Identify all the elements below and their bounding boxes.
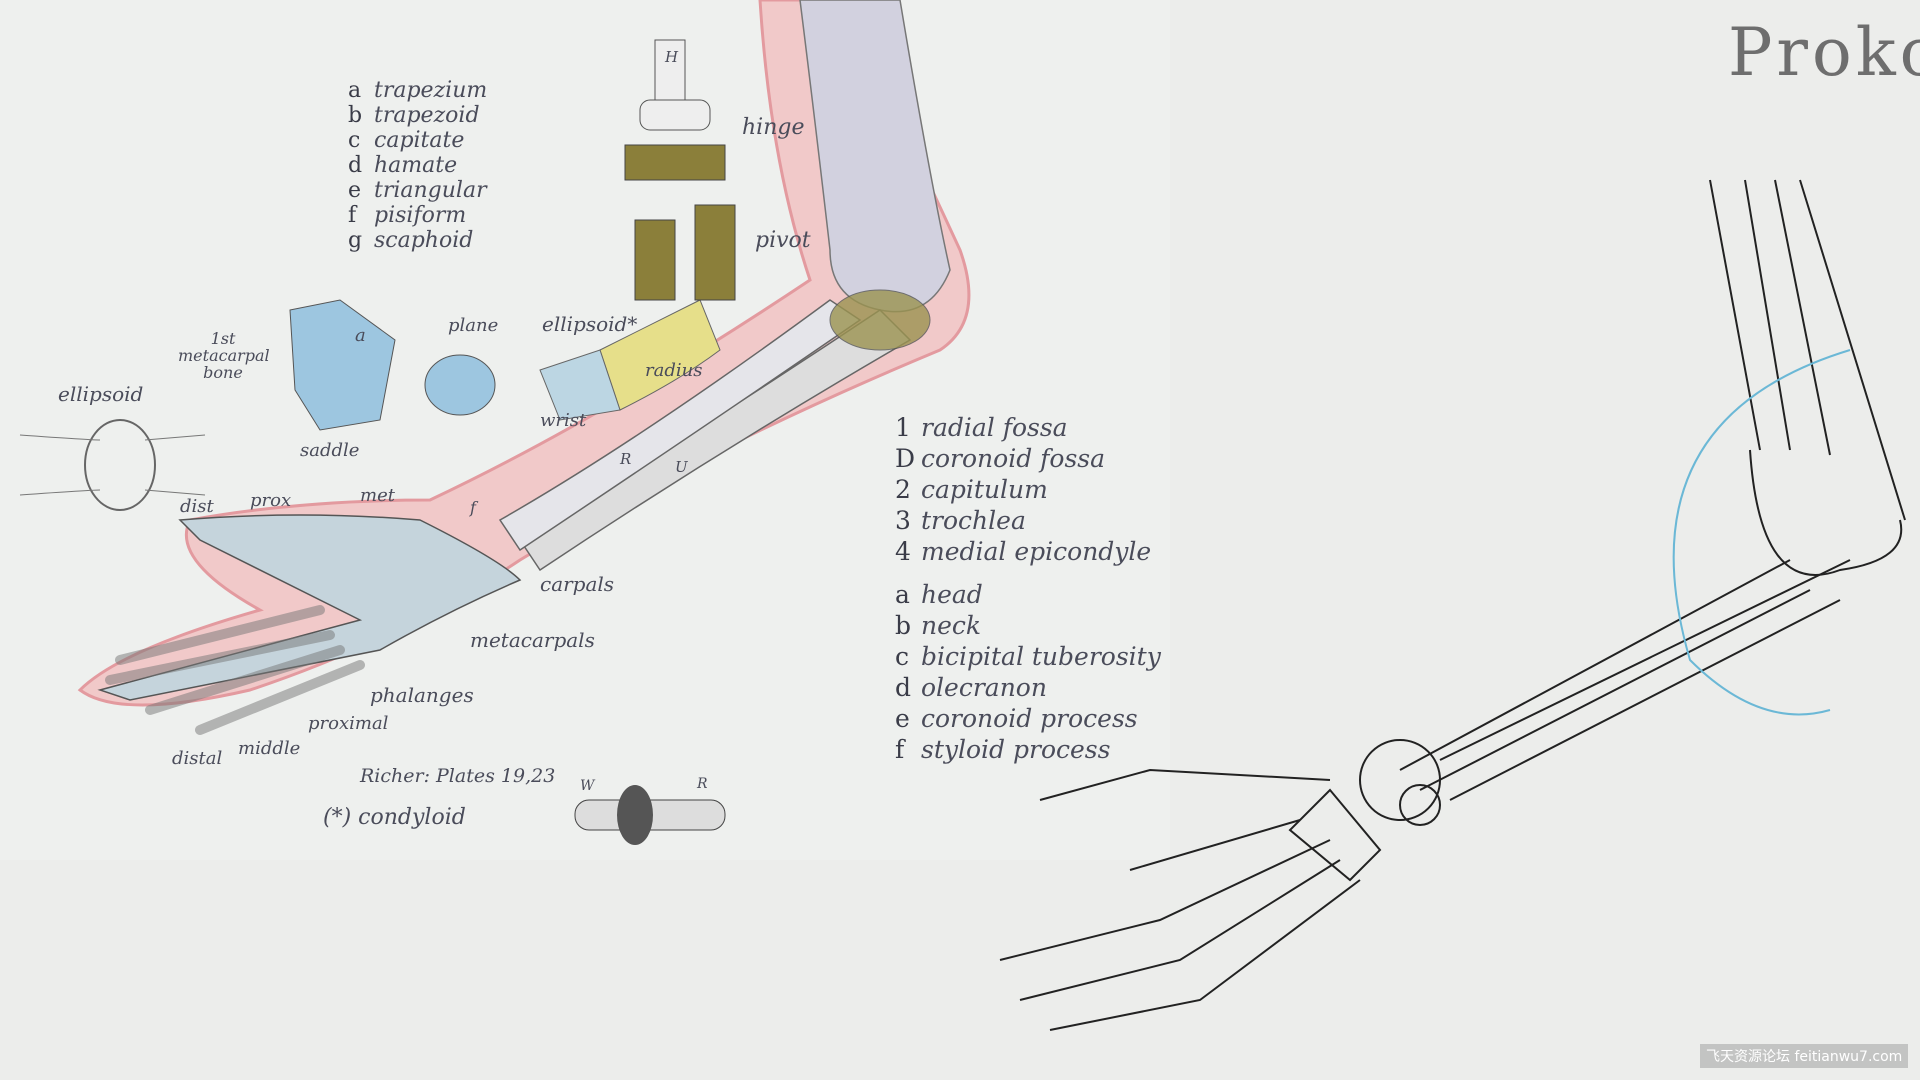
line-drawing-arm	[999, 179, 1906, 1031]
label-plane: plane	[448, 315, 499, 336]
label-metacarpals: metacarpals	[470, 628, 595, 652]
elbow-joint	[829, 289, 931, 351]
condyloid-note: (*) condyloid	[323, 805, 466, 830]
condyloid-ring	[617, 785, 653, 845]
saddle-model	[289, 299, 396, 431]
label-radius: radius	[645, 360, 703, 381]
label-pivot: pivot	[755, 228, 811, 253]
phalanges-sketch	[105, 605, 365, 735]
ellipsoid-lines	[19, 434, 206, 496]
label-dist: dist	[180, 496, 214, 517]
hinge-model-cyl	[639, 99, 711, 131]
label-R2: R	[697, 776, 708, 792]
proko-logo: Proko	[1728, 14, 1920, 91]
label-H: H	[665, 48, 679, 66]
hand-bones-sketch	[97, 514, 522, 701]
wrist-sketch	[539, 349, 621, 421]
label-f: f	[470, 498, 476, 517]
label-ellipsoid-star: ellipsoid*	[542, 312, 638, 336]
radius-head-sketch	[599, 299, 721, 411]
hinge-model-U	[624, 144, 726, 181]
label-W: W	[580, 778, 595, 794]
pivot-model-R	[634, 219, 676, 301]
pivot-model-U	[694, 204, 736, 301]
label-saddle: saddle	[300, 440, 360, 461]
label-prox: prox	[250, 490, 292, 511]
label-first-metacarpal: 1st metacarpal bone	[178, 329, 270, 382]
reference-text: Richer: Plates 19,23	[360, 765, 556, 787]
label-met: met	[360, 485, 395, 506]
label-wrist: wrist	[540, 410, 587, 431]
label-proximal: proximal	[308, 713, 389, 734]
label-U: U	[675, 458, 688, 476]
label-a: a	[355, 325, 366, 346]
label-phalanges: phalanges	[370, 683, 474, 707]
watermark: 飞天资源论坛 feitianwu7.com	[1700, 1044, 1909, 1068]
label-ellipsoid: ellipsoid	[58, 382, 144, 406]
label-middle: middle	[238, 738, 301, 759]
label-carpals: carpals	[540, 572, 615, 596]
label-hinge: hinge	[742, 115, 805, 140]
label-distal: distal	[172, 748, 223, 769]
construction-curve	[1672, 349, 1851, 716]
plane-model	[424, 354, 496, 416]
label-R: R	[620, 450, 632, 468]
ellipsoid-model	[84, 419, 156, 511]
